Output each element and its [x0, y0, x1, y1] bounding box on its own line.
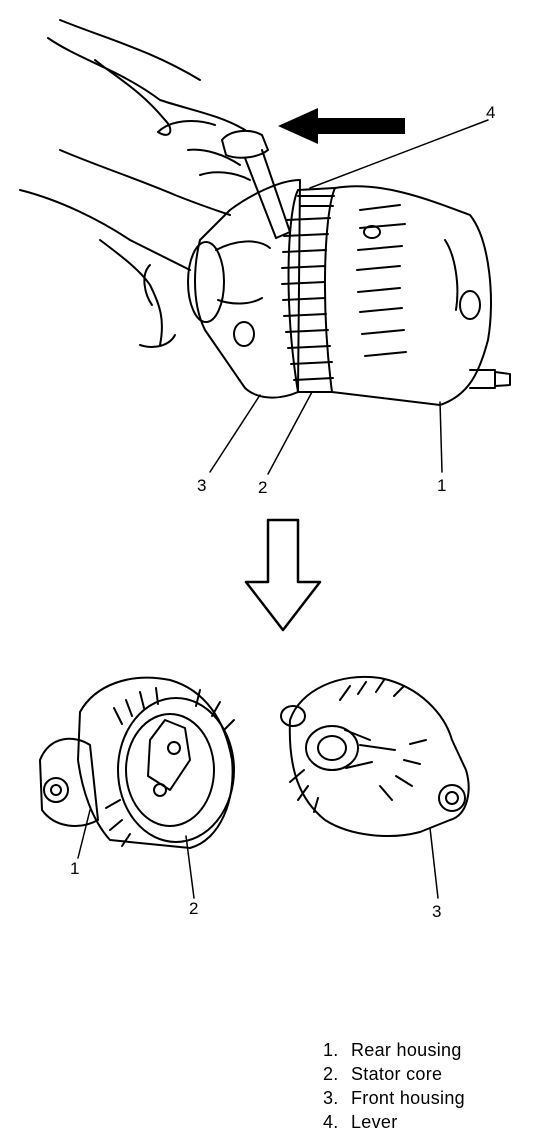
legend-label: Rear housing: [351, 1040, 462, 1060]
callout-stator-core: 2: [258, 478, 268, 497]
parts-legend: 1. Rear housing 2. Stator core 3. Front hou…: [323, 1038, 465, 1134]
legend-label: Lever: [351, 1112, 398, 1132]
legend-item: 1. Rear housing: [323, 1038, 465, 1062]
legend-item: 3. Front housing: [323, 1086, 465, 1110]
alternator-assembled: [187, 179, 511, 406]
callout-rear-housing-bottom: 1: [70, 859, 80, 878]
callout-front-housing: 3: [197, 476, 207, 495]
legend-number: 3.: [323, 1088, 339, 1108]
legend-item: 4. Lever: [323, 1110, 465, 1134]
callout-front-housing-bottom: 3: [432, 902, 442, 921]
rear-housing-with-stator: [39, 676, 235, 849]
legend-label: Front housing: [351, 1088, 465, 1108]
bottom-left-leader-lines: [77, 809, 195, 899]
top-leader-lines: [209, 119, 489, 475]
hand-drawing: [19, 19, 251, 348]
callout-rear-housing: 1: [437, 476, 447, 495]
direction-arrow: [278, 108, 405, 144]
down-arrow-icon: [244, 518, 322, 632]
front-housing-with-rotor: [280, 675, 470, 837]
callout-stator-core-bottom: 2: [189, 899, 199, 918]
lever-tool: [221, 129, 291, 239]
legend-number: 4.: [323, 1112, 339, 1132]
legend-number: 2.: [323, 1064, 339, 1084]
legend-item: 2. Stator core: [323, 1062, 465, 1086]
callout-lever: 4: [486, 103, 496, 122]
legend-label: Stator core: [351, 1064, 443, 1084]
bottom-right-leader-lines: [429, 827, 439, 899]
legend-number: 1.: [323, 1040, 339, 1060]
